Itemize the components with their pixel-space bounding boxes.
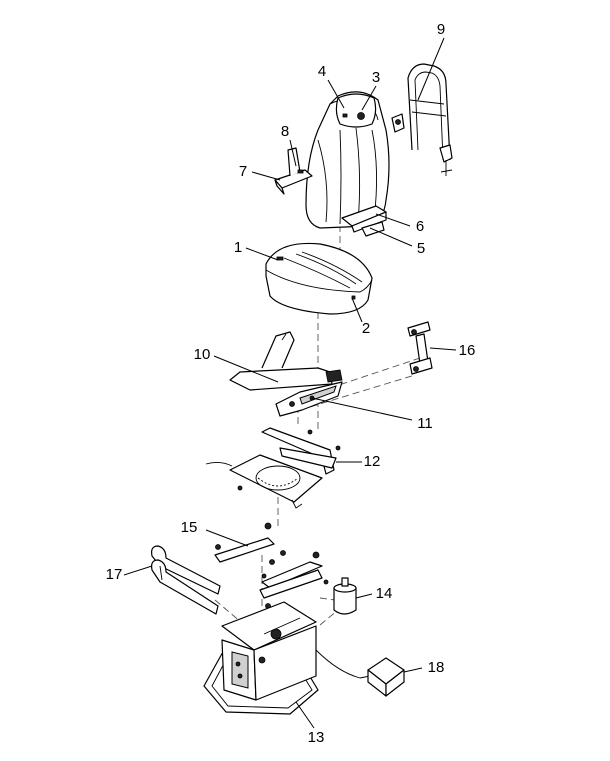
left-armrest-part — [274, 147, 313, 195]
callout-13: 13 — [308, 729, 325, 746]
callout-7: 7 — [239, 163, 247, 180]
callout-10: 10 — [194, 346, 211, 363]
air-spring-part — [333, 577, 357, 615]
callout-leaders — [123, 37, 457, 729]
callout-labels: 9 3 4 8 7 6 5 1 2 10 16 11 12 15 17 14 1… — [106, 21, 476, 746]
callout-12: 12 — [364, 453, 381, 470]
callout-11: 11 — [417, 415, 433, 432]
callout-17: 17 — [106, 566, 123, 583]
control-box-part — [367, 657, 405, 697]
mounting-plate-part — [205, 427, 341, 509]
back-frame-part — [391, 63, 453, 176]
callout-6: 6 — [416, 218, 424, 235]
callout-18: 18 — [428, 659, 445, 676]
callout-5: 5 — [417, 240, 425, 257]
callout-15: 15 — [181, 519, 198, 536]
suspension-arms-part — [214, 522, 329, 609]
shock-absorber-part — [407, 321, 433, 375]
callout-16: 16 — [459, 342, 476, 359]
callout-2: 2 — [362, 320, 370, 337]
suspension-base-part — [203, 601, 371, 715]
callout-8: 8 — [281, 123, 289, 140]
seat-cushion-part — [265, 242, 373, 315]
callout-14: 14 — [376, 585, 393, 602]
seat-slide-rails-part — [229, 331, 343, 417]
callout-3: 3 — [372, 69, 380, 86]
seat-back-part — [305, 91, 390, 229]
callout-1: 1 — [234, 239, 242, 256]
torsion-bars-part — [151, 545, 221, 615]
callout-9: 9 — [437, 21, 445, 38]
callout-4: 4 — [318, 63, 326, 80]
